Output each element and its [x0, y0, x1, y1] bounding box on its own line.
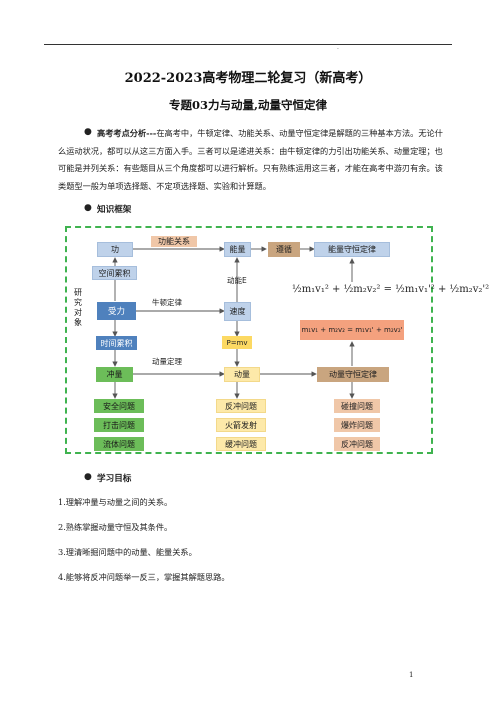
force-box: 受力 [97, 302, 136, 320]
diagram-frame [65, 226, 433, 454]
energy-box: 能量 [224, 242, 251, 257]
bullet-icon: ● [84, 127, 92, 137]
time-accumulation-box: 时间累积 [96, 336, 137, 350]
framework-label: 知识框架 [97, 205, 132, 215]
research-char: 究 [74, 298, 82, 307]
header-dot: . [337, 44, 339, 51]
momentum-formula: m₁v₁ + m₂v₂ = m₁v₁' + m₂v₂' [300, 320, 404, 340]
energy-conservation-box: 能量守恒定律 [314, 242, 390, 257]
objectives-label: 学习目标 [97, 474, 132, 484]
right-issue-2: 爆炸问题 [334, 418, 380, 432]
page-subtitle: 专题03力与动量,动量守恒定律 [168, 98, 327, 112]
research-char: 研 [74, 288, 82, 297]
analysis-text: 在高考中，牛顿定律、功能关系、动量守恒定律是解题的三种基本方法。无论什么运动状况… [58, 128, 443, 191]
bullet-icon: ● [84, 203, 92, 213]
header-rule [44, 44, 452, 45]
obey-box: 遵循 [268, 242, 300, 257]
energy-relation-box: 功能关系 [151, 236, 197, 247]
research-object-label: 研 究 对 象 [74, 288, 84, 328]
right-issue-1: 碰撞问题 [334, 399, 380, 413]
analysis-paragraph: 高考考点分析---在高考中，牛顿定律、功能关系、动量守恒定律是解题的三种基本方法… [58, 125, 444, 195]
objective-item: 4.能够将反冲问题举一反三，掌握其解题思路。 [58, 572, 230, 582]
mid-issue-3: 缓冲问题 [216, 437, 266, 451]
left-issue-1: 安全问题 [94, 399, 144, 413]
p-mv-box: P=mv [222, 336, 252, 349]
page-number: 1 [409, 671, 414, 679]
newton-law-label: 牛顿定律 [152, 298, 182, 307]
space-accumulation-box: 空间累积 [92, 266, 137, 280]
momentum-box: 动量 [224, 367, 260, 382]
energy-formula: ½m₁v₁² + ½m₂v₂² = ½m₁v₁'² + ½m₂v₂'² [292, 284, 490, 295]
objective-item: 2.熟练掌握动量守恒及其条件。 [58, 522, 173, 532]
page-title: 2022-2023高考物理二轮复习（新高考） [124, 71, 372, 86]
left-issue-3: 流体问题 [94, 437, 144, 451]
momentum-theorem-label: 动量定理 [152, 357, 182, 366]
right-issue-3: 反冲问题 [334, 437, 380, 451]
bullet-icon: ● [84, 472, 92, 482]
velocity-box: 速度 [224, 302, 251, 321]
impulse-box: 冲量 [96, 367, 133, 382]
left-issue-2: 打击问题 [94, 418, 144, 432]
mid-issue-2: 火箭发射 [216, 418, 266, 432]
objective-item: 3.理清晰掘问题中的动量、能量关系。 [58, 547, 197, 557]
objective-item: 1.理解冲量与动量之间的关系。 [58, 497, 173, 507]
research-char: 象 [74, 318, 82, 327]
kinetic-energy-label: 动能E [227, 276, 247, 285]
analysis-label: 高考考点分析--- [97, 128, 157, 138]
research-char: 对 [74, 308, 82, 317]
work-box: 功 [97, 242, 133, 257]
momentum-conservation-box: 动量守恒定律 [317, 367, 389, 382]
mid-issue-1: 反冲问题 [216, 399, 266, 413]
